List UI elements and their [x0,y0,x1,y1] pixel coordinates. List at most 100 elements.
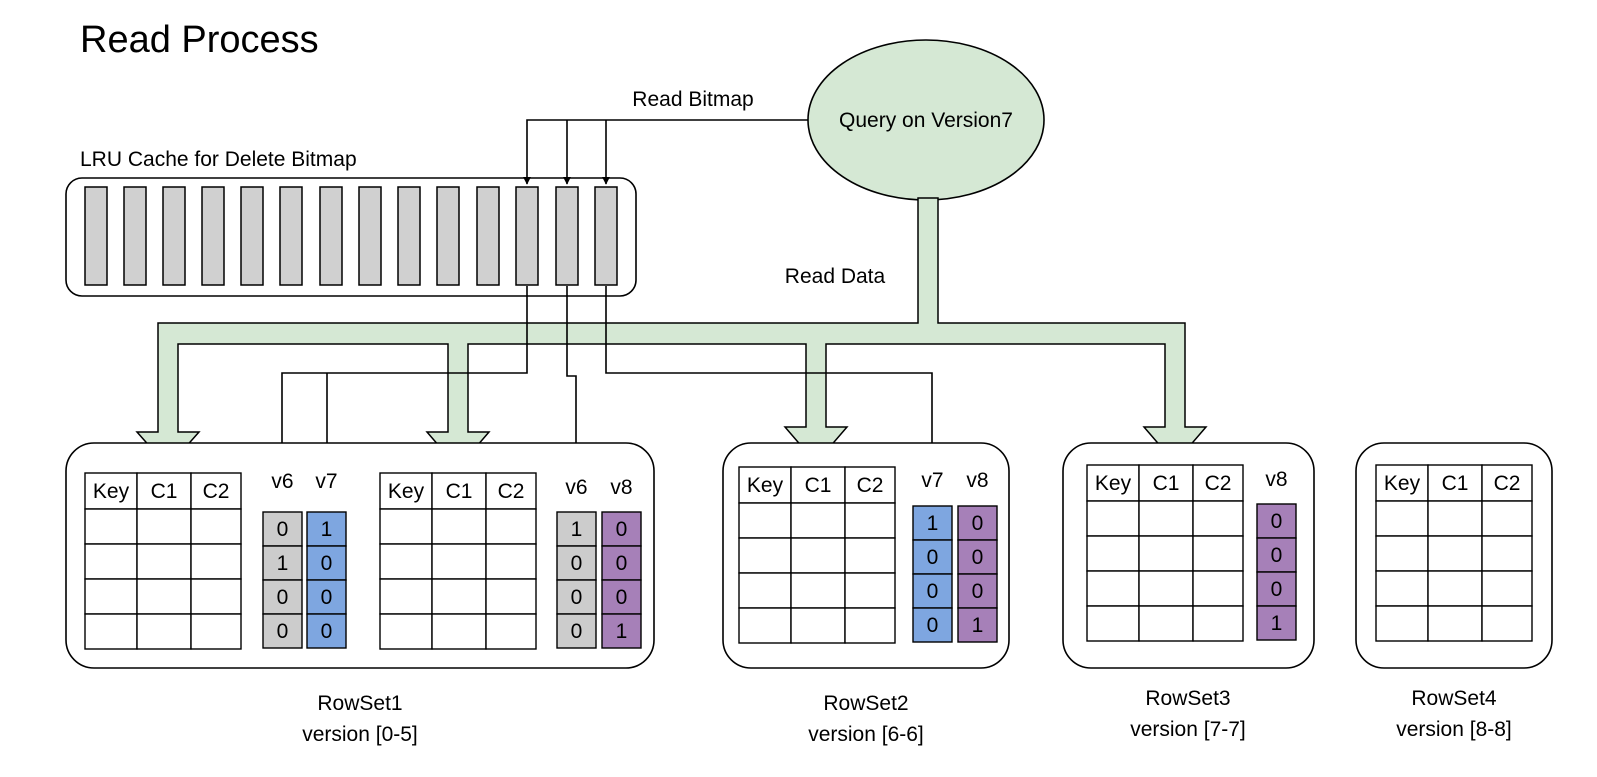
cache-slot [476,186,500,286]
table-cell [379,613,433,650]
table-cell [790,607,846,644]
table-cell [1427,535,1483,572]
wire-slot-to-rs2 [605,286,936,461]
wire-v7-slot-to-rs1 [278,286,528,462]
table-cell [1086,605,1140,642]
table-header-cell [379,472,433,510]
table-header-label: C1 [446,480,473,503]
table-cell [1192,535,1244,572]
bitmap-version-label: v8 [1265,468,1287,491]
bitmap-cell [601,613,642,649]
table-cell [485,508,537,545]
bitmap-value: 0 [321,586,333,609]
table-cell [1086,500,1140,537]
read-bitmap-wires [523,119,808,185]
table-cell [738,537,792,574]
bitmap-version-label: v6 [271,470,293,493]
table-header-label: C1 [805,474,832,497]
table-header-label: C1 [1153,472,1180,495]
table-cell [379,508,433,545]
bitmap-value: 1 [616,620,628,643]
bitmap-cell [601,511,642,547]
bitmap-cell [306,613,347,649]
bitmap-value: 0 [571,620,583,643]
table-cell [844,502,896,539]
table-cell [190,543,242,580]
read-bitmap-label: Read Bitmap [632,88,753,111]
rowset-version: version [7-7] [1130,718,1246,741]
table-cell [431,508,487,545]
cache-slot [162,186,186,286]
lru-cache [65,177,637,297]
cache-slot [358,186,382,286]
bitmap-version-label: v7 [921,469,943,492]
bitmap-version-label: v7 [315,470,337,493]
bitmap-value: 0 [927,546,939,569]
bitmap-wire-1 [523,119,808,185]
bitmap-value: 0 [927,614,939,637]
table-header-cell [1192,464,1244,502]
rowset-version: version [8-8] [1396,718,1512,741]
bitmap-cell [912,607,953,643]
bitmap-value: 0 [321,620,333,643]
table-header-cell [1086,464,1140,502]
lru-cache-box [65,177,637,297]
table-cell [485,578,537,615]
table-header-label: Key [1095,472,1132,495]
bitmap-cell [957,539,998,575]
rowset-name: RowSet3 [1145,687,1230,710]
table-cell [1375,570,1429,607]
bitmap-cell [262,613,303,649]
query-label: Query on Version7 [839,109,1013,132]
cache-slot [515,186,539,286]
bitmap-cell [556,545,597,581]
bitmap-cell [262,511,303,547]
table-cell [790,537,846,574]
rowset-version: version [6-6] [808,723,924,746]
bitmap-value: 1 [321,518,333,541]
table-cell [1375,535,1429,572]
table-cell [1481,570,1533,607]
bitmap-value: 0 [1271,544,1283,567]
cache-slot [555,186,579,286]
table-cell [844,572,896,609]
rowset-name: RowSet2 [823,692,908,715]
cache-slot [84,186,108,286]
bitmap-value: 1 [277,552,289,575]
cache-slot [279,186,303,286]
bitmap-cell [306,545,347,581]
table-cell [1375,500,1429,537]
bitmap-cell [556,613,597,649]
diagram-title: Read Process [80,19,319,61]
table-header-label: C2 [203,480,230,503]
cache-slot [397,186,421,286]
bitmap-value: 0 [571,552,583,575]
table-cell [190,613,242,650]
cache-slot [594,186,618,286]
bitmap-cell [912,539,953,575]
cache-slot [123,186,147,286]
table-cell [1086,535,1140,572]
cache-slot [436,186,460,286]
bitmap-value: 0 [571,586,583,609]
table-cell [190,578,242,615]
table-header-cell [1427,464,1483,502]
table-header-label: Key [747,474,784,497]
cache-slot [319,186,343,286]
bitmap-value: 0 [972,546,984,569]
read-data-label: Read Data [785,265,886,288]
table-cell [1481,535,1533,572]
table-cell [379,543,433,580]
table-cell [431,578,487,615]
table-cell [738,607,792,644]
table-header-label: C1 [1442,472,1469,495]
table-header-label: C2 [1205,472,1232,495]
bitmap-value: 1 [571,518,583,541]
bitmap-cell [957,607,998,643]
